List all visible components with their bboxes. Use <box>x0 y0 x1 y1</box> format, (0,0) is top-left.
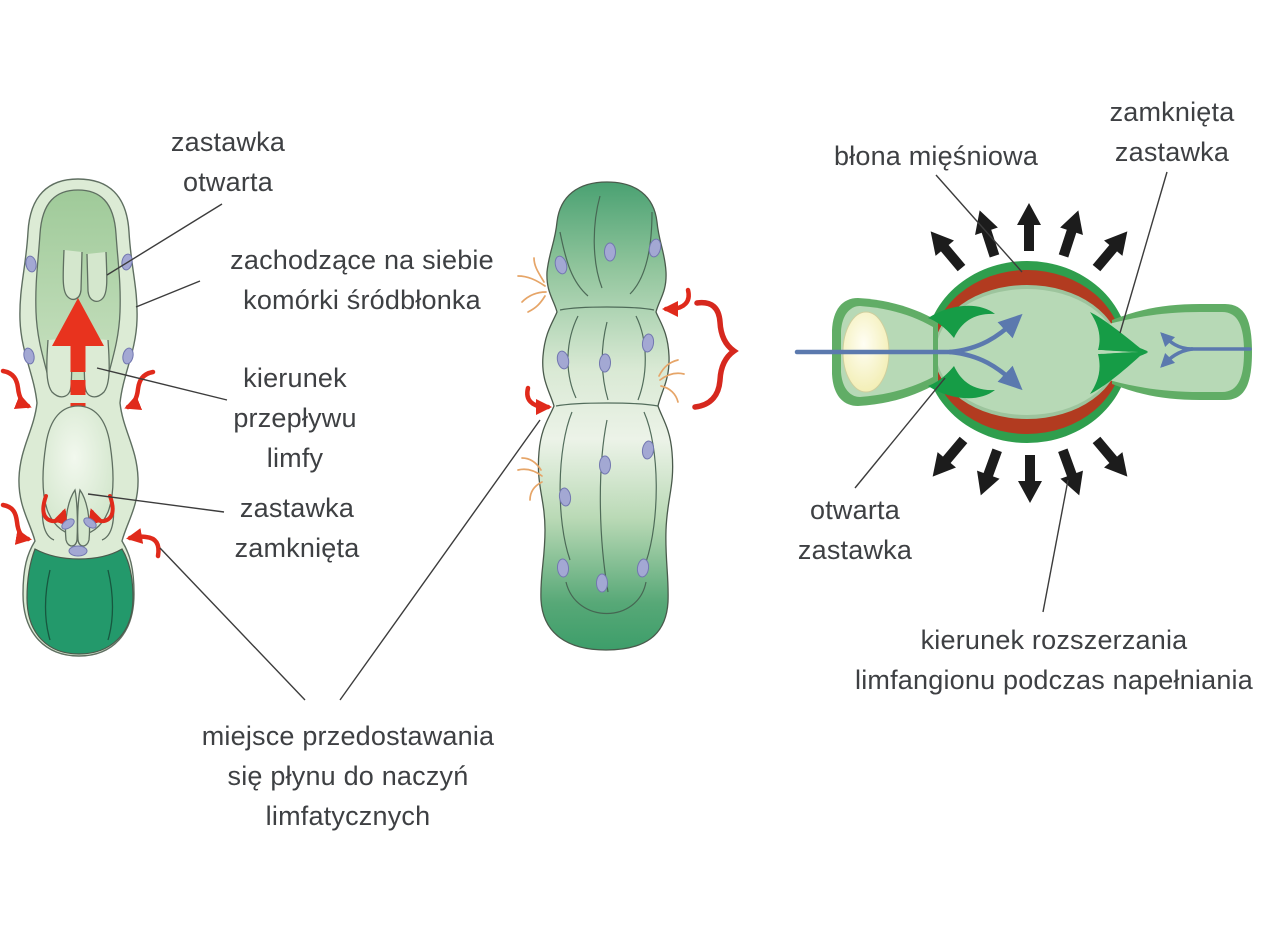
leader-expansion <box>1042 479 1069 613</box>
open-valve-flap <box>86 251 108 302</box>
lymph-capillary-illustration <box>517 181 739 651</box>
leader-fluid-entry-right <box>339 419 541 701</box>
lymphangion-illustration <box>794 203 1252 503</box>
leader-overlapping-cells <box>135 280 201 308</box>
leader-open-valve <box>854 377 946 489</box>
label-valve-closed: zastawka zamknięta <box>234 493 360 563</box>
label-muscle-layer: błona mięśniowa <box>833 141 1039 171</box>
open-valve-flap <box>62 249 83 301</box>
leader-lines <box>87 171 1168 701</box>
leader-valve-closed <box>87 493 225 513</box>
leader-muscle-layer <box>935 174 1023 273</box>
label-open-valve: otwarta zastawka <box>797 495 913 565</box>
closed-valve <box>1090 352 1148 394</box>
label-fluid-entry-site: miejsce przedostawania się płynu do nacz… <box>201 721 495 831</box>
cell-boundary <box>107 569 114 641</box>
anchoring-filaments <box>517 257 685 501</box>
valve-vessel-illustration <box>0 178 161 657</box>
vessel-dark-segment <box>26 548 134 655</box>
right-tube-lumen <box>1105 312 1244 392</box>
closed-valve <box>1090 312 1148 352</box>
open-valve-leaflet <box>928 305 995 338</box>
nuclei <box>23 253 134 557</box>
leader-valve-open <box>106 203 223 276</box>
circulation-arrow <box>41 494 68 526</box>
segment-brace <box>692 299 739 410</box>
label-expansion-direction: kierunek rozszerzania limfangionu podcza… <box>855 625 1253 695</box>
circulation-arrow <box>88 494 115 526</box>
inflow-arrows <box>0 368 161 559</box>
nuclei <box>554 238 662 593</box>
label-closed-valve: zamknięta zastawka <box>1109 97 1235 167</box>
inflow-arrows <box>525 287 691 415</box>
leader-fluid-entry-left <box>159 547 306 701</box>
capillary-body <box>537 181 674 651</box>
flow-lines <box>794 313 1252 391</box>
closed-valve-leaflet <box>76 488 91 547</box>
valve-pocket <box>46 337 73 398</box>
open-valve-leaflet <box>928 366 995 399</box>
leader-flow-direction <box>96 367 228 401</box>
valve-pocket <box>83 337 110 398</box>
label-overlapping-endothelial-cells: zachodzące na siebie komórki śródbłonka <box>230 245 494 315</box>
cell-boundary <box>44 569 51 641</box>
label-valve-open: zastawka otwarta <box>170 127 286 197</box>
leader-closed-valve <box>1119 171 1168 334</box>
label-lymph-flow-direction: kierunek przepływu limfy <box>233 363 357 473</box>
lumen <box>936 289 1118 415</box>
